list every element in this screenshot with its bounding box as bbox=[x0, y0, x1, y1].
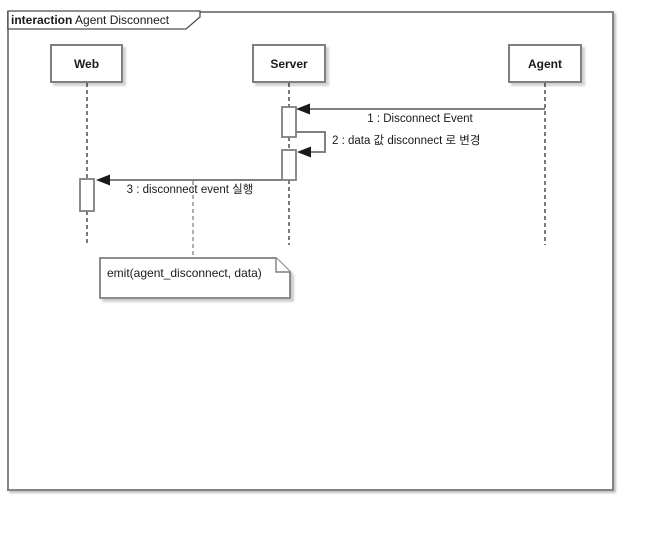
frame-label: interaction Agent Disconnect bbox=[11, 13, 169, 27]
lifeline-agent-label: Agent bbox=[528, 56, 562, 71]
lifeline-head-server: Server bbox=[252, 44, 326, 83]
activation-bar-server-2 bbox=[281, 149, 297, 181]
note-shape bbox=[99, 257, 291, 299]
note-text: emit(agent_disconnect, data) bbox=[107, 266, 262, 280]
lifeline-head-agent: Agent bbox=[508, 44, 582, 83]
note-fold-icon bbox=[275, 258, 290, 273]
lifeline-server-label: Server bbox=[270, 56, 308, 71]
activation-bar-server-1 bbox=[281, 106, 297, 138]
lifeline-head-web: Web bbox=[50, 44, 123, 83]
message-2-self-line bbox=[296, 131, 326, 153]
message-3-arrowhead bbox=[96, 174, 110, 186]
interaction-frame bbox=[7, 11, 614, 491]
frame-name: Agent Disconnect bbox=[75, 13, 170, 27]
message-2-label: 2 : data 값 disconnect 로 변경 bbox=[332, 135, 481, 147]
message-2-arrowhead bbox=[297, 146, 311, 158]
frame-label-pentagon bbox=[7, 10, 201, 30]
frame-keyword: interaction bbox=[11, 13, 73, 27]
lifeline-web-label: Web bbox=[73, 56, 100, 71]
message-3-label: 3 : disconnect event 실행 bbox=[126, 184, 254, 196]
message-1-label: 1 : Disconnect Event bbox=[367, 113, 473, 125]
message-1-arrowhead bbox=[296, 103, 310, 115]
activation-bar-web bbox=[79, 178, 95, 212]
